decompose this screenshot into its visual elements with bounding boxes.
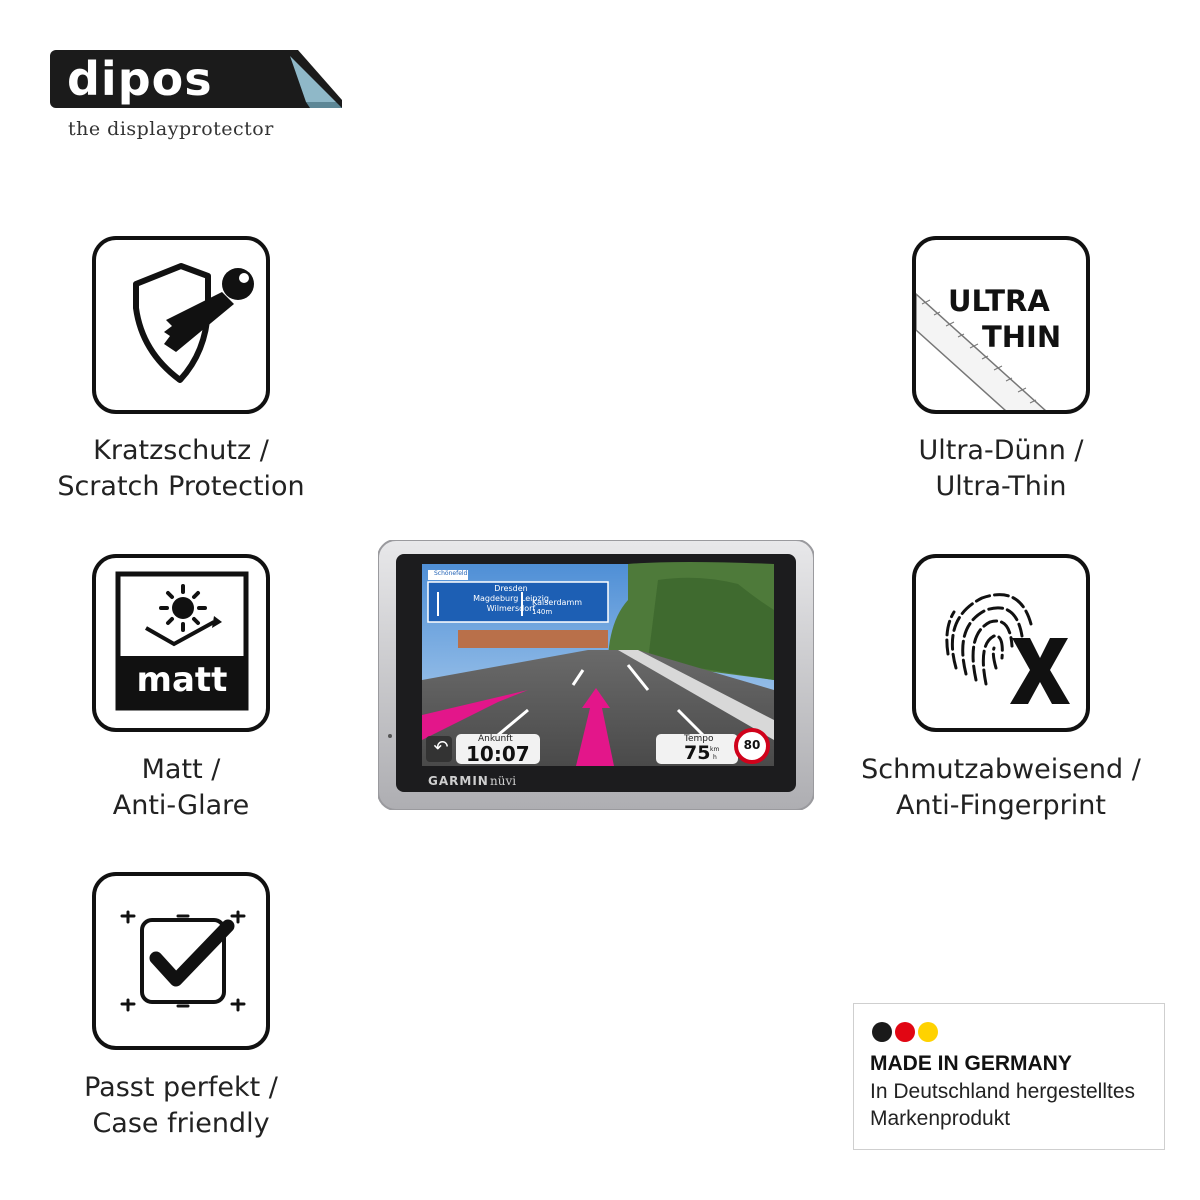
gps-device-illustration — [377, 539, 815, 811]
sign-left-line3: Wilmersdorf — [486, 604, 536, 613]
brand-tagline: the displayprotector — [68, 118, 274, 140]
feature-matt-line2: Anti-Glare — [112, 790, 250, 821]
speed-limit-sign: 80 — [743, 738, 761, 752]
feature-scratch-icon-frame — [92, 236, 270, 414]
sign-top-label: Schönefeld — [434, 570, 468, 577]
feature-matt-icon-frame: matt — [92, 554, 270, 732]
feature-scratch-line1: Kratzschutz / — [93, 435, 269, 466]
logo-background — [50, 50, 294, 108]
feature-thin-label: Ultra-Dünn / Ultra-Thin — [791, 433, 1200, 505]
feature-matt-label: Matt / Anti-Glare — [0, 752, 391, 824]
thin-icon-text-1: ULTRA — [948, 284, 1050, 318]
feature-thin-icon-frame: ULTRA THIN — [912, 236, 1090, 414]
feature-thin-line1: Ultra-Dünn / — [918, 435, 1084, 466]
feature-scratch-line2: Scratch Protection — [57, 471, 305, 502]
dipos-logo: dipos — [50, 50, 342, 112]
flag-dot-gold — [918, 1022, 938, 1042]
logo-wordmark: dipos — [67, 52, 213, 106]
badge-line1: In Deutschland hergestelltes — [870, 1080, 1135, 1103]
feature-case-line2: Case friendly — [92, 1108, 270, 1139]
arrival-label: Ankunft — [478, 734, 513, 744]
checkmark-frame-icon — [120, 910, 246, 1012]
back-arrow-icon[interactable]: ↶ — [433, 737, 449, 758]
badge-title: MADE IN GERMANY — [870, 1052, 1072, 1075]
feature-thin-line2: Ultra-Thin — [935, 471, 1067, 502]
feature-fingerprint-label: Schmutzabweisend / Anti-Fingerprint — [791, 752, 1200, 824]
device-brand: GARMIN — [428, 774, 489, 788]
feature-case-line1: Passt perfekt / — [84, 1072, 278, 1103]
shield-key-icon — [133, 263, 254, 383]
thin-icon-text-2: THIN — [982, 320, 1062, 354]
feature-case-icon-frame — [92, 872, 270, 1050]
speed-value: 75 — [684, 742, 711, 764]
sign-left-line1: Dresden — [494, 584, 528, 593]
logo-peel-icon — [286, 50, 342, 108]
flag-dot-black — [872, 1022, 892, 1042]
feature-case-label: Passt perfekt / Case friendly — [0, 1070, 391, 1142]
matt-sun-icon — [115, 571, 249, 711]
matt-icon-text: matt — [136, 660, 228, 700]
fingerprint-x-icon — [945, 593, 1070, 704]
badge-line2: Markenprodukt — [870, 1107, 1011, 1130]
feature-scratch-label: Kratzschutz / Scratch Protection — [0, 433, 391, 505]
feature-fingerprint-line2: Anti-Fingerprint — [896, 790, 1106, 821]
german-flag-dots — [872, 1022, 941, 1046]
flag-dot-red — [895, 1022, 915, 1042]
made-in-germany-badge: MADE IN GERMANY In Deutschland hergestel… — [853, 1003, 1165, 1150]
sign-left-line2: Magdeburg Leipzig — [473, 594, 549, 603]
device-model: nüvi — [490, 774, 517, 788]
speed-unit-bottom: h — [713, 754, 717, 761]
speed-label: Tempo — [684, 734, 714, 744]
sign-right-line2: 140m — [532, 608, 553, 616]
arrival-time: 10:07 — [466, 742, 530, 766]
speed-unit-top: km — [710, 746, 720, 753]
ultra-thin-ruler-icon — [916, 292, 1047, 410]
feature-matt-line1: Matt / — [141, 754, 221, 785]
feature-fingerprint-line1: Schmutzabweisend / — [861, 754, 1141, 785]
sign-right-line1: Kaiserdamm — [532, 598, 583, 607]
feature-fingerprint-icon-frame — [912, 554, 1090, 732]
garmin-gps-device: Schönefeld Dresden Magdeburg Leipzig Wil… — [377, 539, 815, 811]
